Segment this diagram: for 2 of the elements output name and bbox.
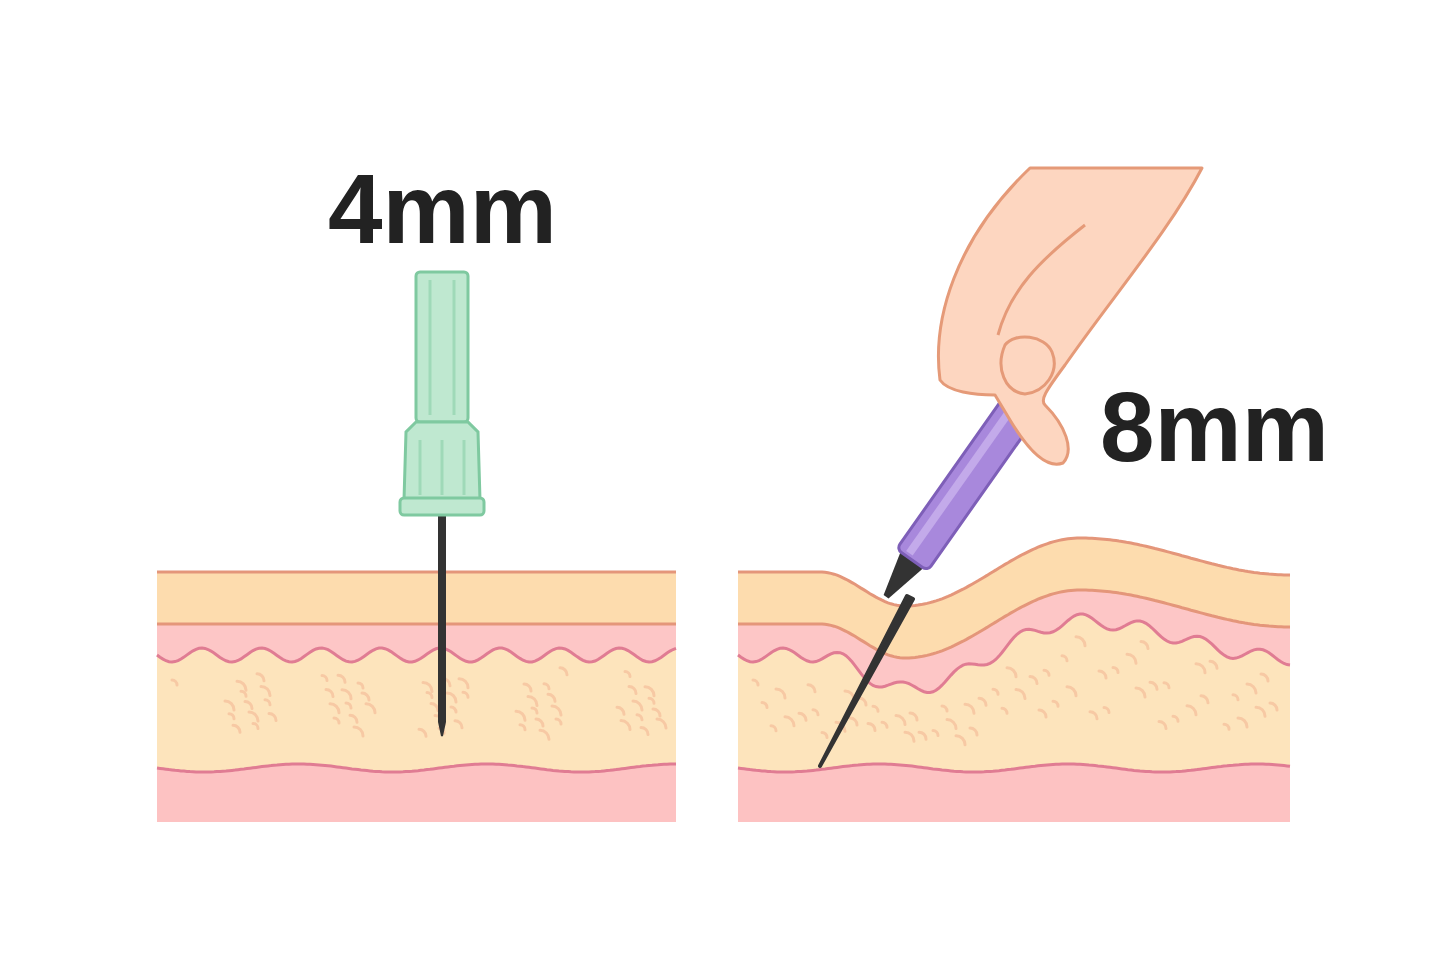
needle-length-label: 8mm — [1100, 378, 1329, 476]
needle-length-label: 4mm — [328, 160, 557, 258]
